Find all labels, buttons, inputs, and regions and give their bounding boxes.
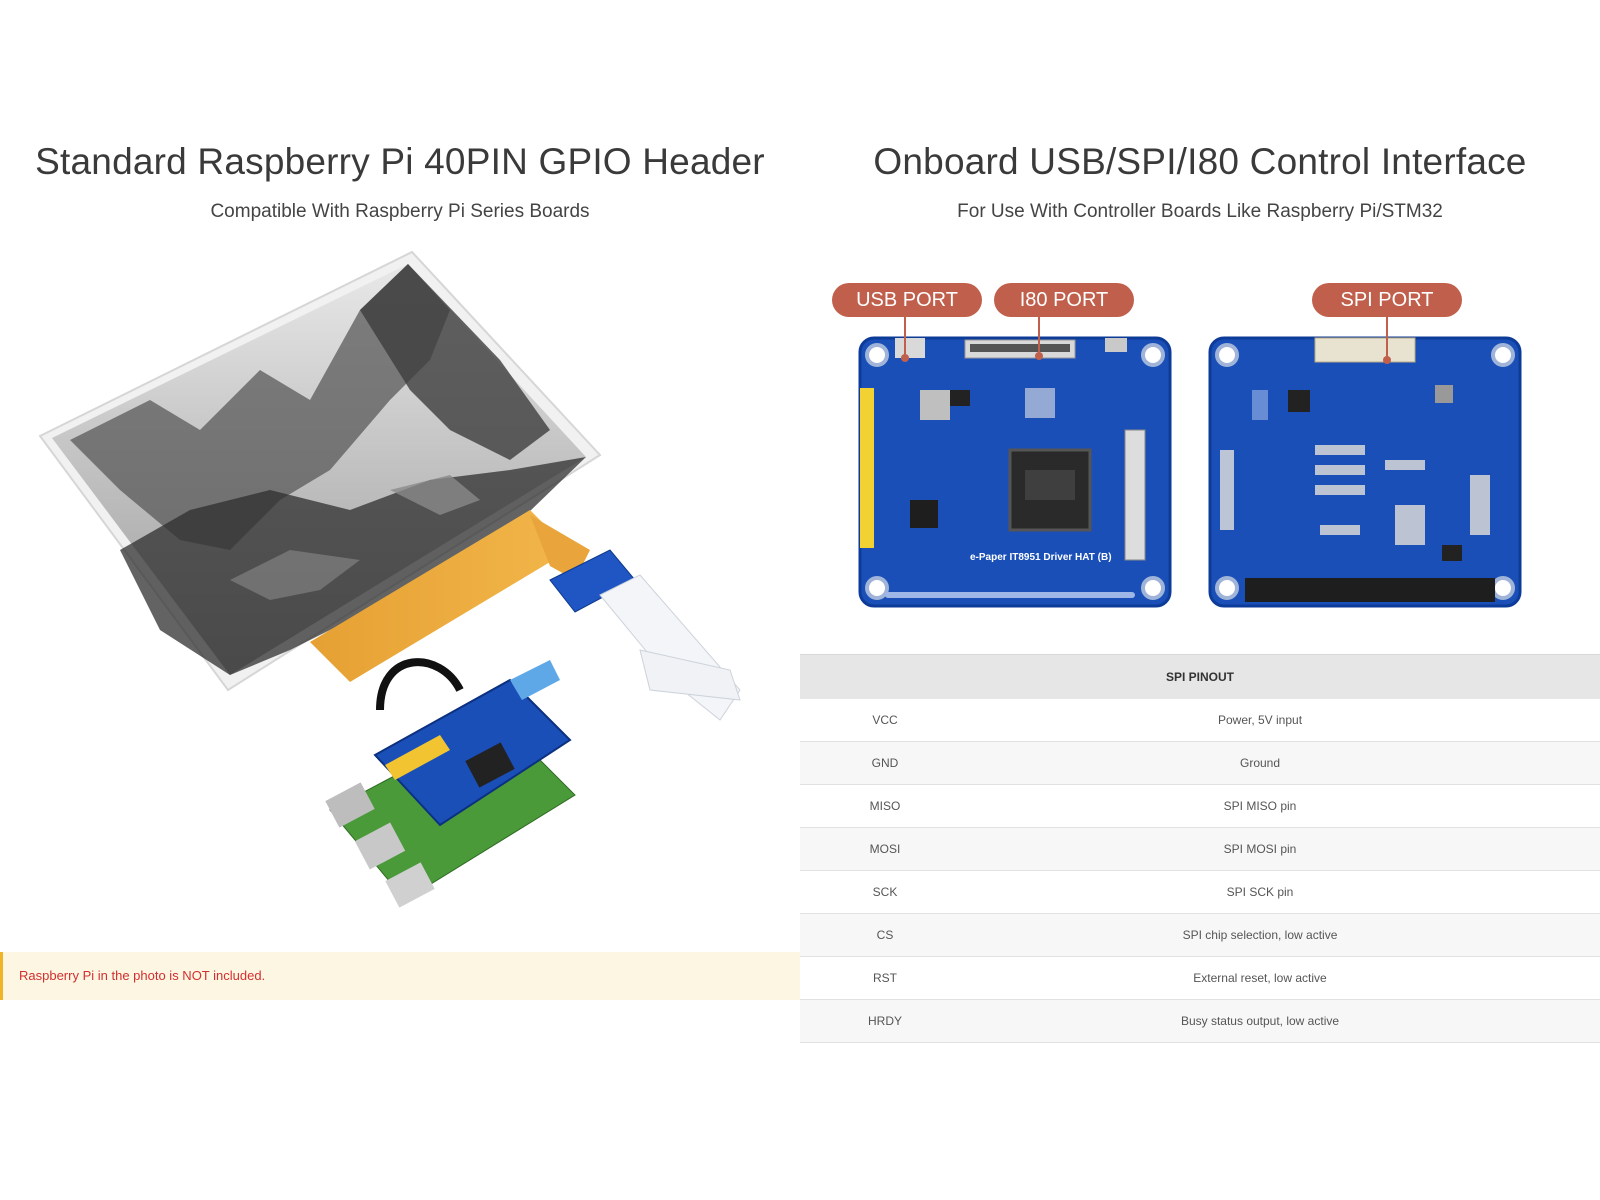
pin-description: SPI chip selection, low active (1182, 928, 1338, 942)
spi-leader-dot (1383, 356, 1391, 364)
board-front-label: e-Paper IT8951 Driver HAT (B) (970, 552, 1112, 563)
usb-cable (376, 658, 464, 711)
usb-port-label: USB PORT (832, 283, 982, 317)
spi-leader (1386, 317, 1388, 359)
pin-name: MISO (869, 799, 901, 813)
board-diagrams: e-Paper IT8951 Driver HAT (B) (858, 336, 1522, 608)
table-row: MISO SPI MISO pin (800, 785, 1600, 828)
pin-description: External reset, low active (1193, 971, 1327, 985)
ribbon-cable (599, 574, 741, 721)
pin-description: Power, 5V input (1217, 713, 1303, 727)
usb-leader-dot (901, 354, 909, 362)
table-row: SCK SPI SCK pin (800, 871, 1600, 914)
fpc-cable (310, 510, 570, 682)
table-row: GND Ground (800, 742, 1600, 785)
table-row: CS SPI chip selection, low active (800, 914, 1600, 957)
usb-leader (904, 317, 906, 357)
i80-leader (1038, 317, 1040, 355)
pin-name: VCC (872, 713, 898, 727)
left-title: Standard Raspberry Pi 40PIN GPIO Header (35, 141, 765, 182)
pin-name: HRDY (867, 1014, 902, 1028)
right-title: Onboard USB/SPI/I80 Control Interface (873, 141, 1527, 182)
pin-name: SCK (872, 885, 898, 899)
pin-description: Ground (1239, 756, 1281, 770)
pin-description: SPI MISO pin (1223, 799, 1297, 813)
product-photo (38, 250, 741, 908)
spi-port-label: SPI PORT (1312, 283, 1462, 317)
right-subtitle: For Use With Controller Boards Like Rasp… (957, 201, 1443, 222)
pin-name: RST (873, 971, 897, 985)
pin-name: MOSI (869, 842, 901, 856)
table-row: MOSI SPI MOSI pin (800, 828, 1600, 871)
table-header: SPI PINOUT (800, 654, 1600, 699)
driver-hat (373, 678, 572, 827)
pin-name: GND (871, 756, 899, 770)
note-text: Raspberry Pi in the photo is NOT include… (19, 968, 266, 983)
table-row: RST External reset, low active (800, 957, 1600, 1000)
i80-leader-dot (1035, 352, 1043, 360)
left-subtitle: Compatible With Raspberry Pi Series Boar… (210, 201, 590, 222)
table-row: VCC Power, 5V input (800, 699, 1600, 742)
pin-description: Busy status output, low active (1180, 1014, 1340, 1028)
i80-port-label: I80 PORT (994, 283, 1134, 317)
note-banner: Raspberry Pi in the photo is NOT include… (0, 952, 800, 1000)
table-row: HRDY Busy status output, low active (800, 1000, 1600, 1043)
pin-name: CS (876, 928, 894, 942)
pin-description: SPI SCK pin (1226, 885, 1294, 899)
pin-description: SPI MOSI pin (1223, 842, 1297, 856)
